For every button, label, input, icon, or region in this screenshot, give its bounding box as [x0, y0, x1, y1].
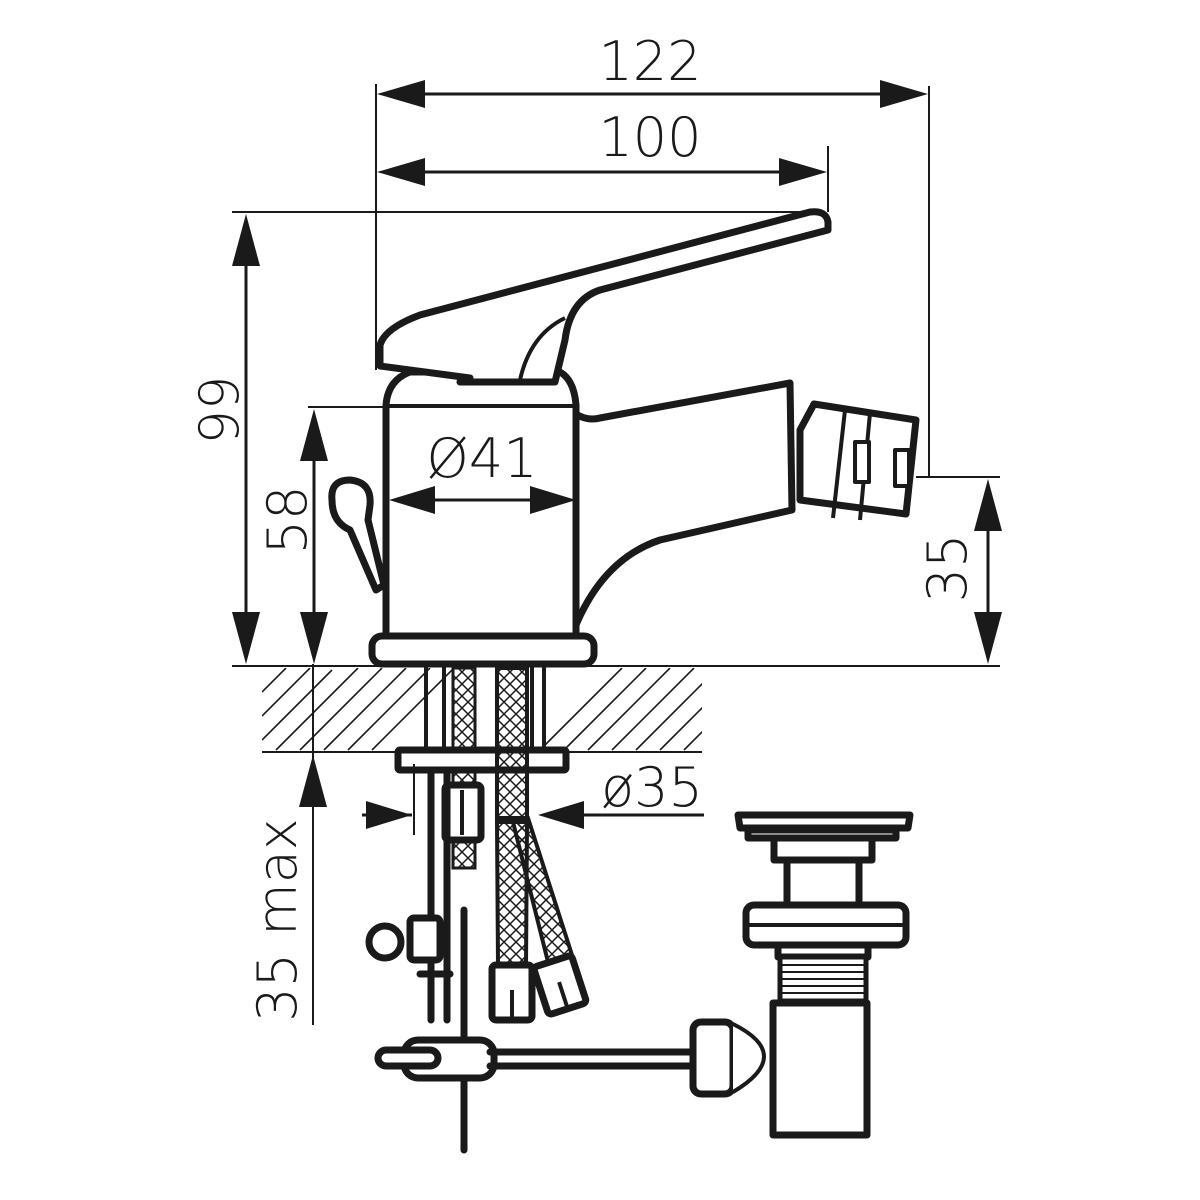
- dimension-label-99: 99: [188, 376, 251, 445]
- dimension-overall-width: 122: [375, 30, 930, 476]
- flexible-hoses: [488, 666, 590, 1024]
- dimension-label-d35: ø35: [601, 756, 703, 819]
- base-plate: [368, 632, 598, 668]
- dimension-spout-reach: 100: [377, 106, 829, 212]
- dimension-label-d41: Ø41: [426, 427, 537, 490]
- dimension-body-height: 58: [256, 406, 388, 664]
- dimension-body-diameter: Ø41: [389, 410, 578, 515]
- dimension-outlet-height: 35: [916, 476, 1002, 664]
- dimension-max-deck-thickness: 35 max: [246, 664, 327, 1025]
- lever-handle: [376, 208, 832, 386]
- spout: [566, 379, 796, 639]
- mounting-hardware: [394, 666, 570, 1154]
- deck-section-hatch: [262, 668, 702, 751]
- dimension-hole-diameter: ø35: [362, 756, 704, 835]
- swivel-aerator: [796, 400, 920, 521]
- dimension-overall-height: 99: [188, 211, 820, 664]
- hose-upper: [495, 666, 529, 820]
- pop-up-waste: [689, 811, 914, 1139]
- mixer-body: [368, 368, 796, 668]
- dimension-label-35-max: 35 max: [246, 818, 309, 1022]
- fixing-plate: [394, 746, 570, 774]
- dimension-label-35-outlet: 35: [916, 534, 979, 603]
- dimension-label-100: 100: [598, 106, 701, 169]
- pop-up-rod-linkage: [365, 914, 699, 1082]
- pop-up-knob: [328, 476, 388, 594]
- dimension-label-122: 122: [598, 30, 701, 93]
- dimension-label-58: 58: [256, 486, 319, 555]
